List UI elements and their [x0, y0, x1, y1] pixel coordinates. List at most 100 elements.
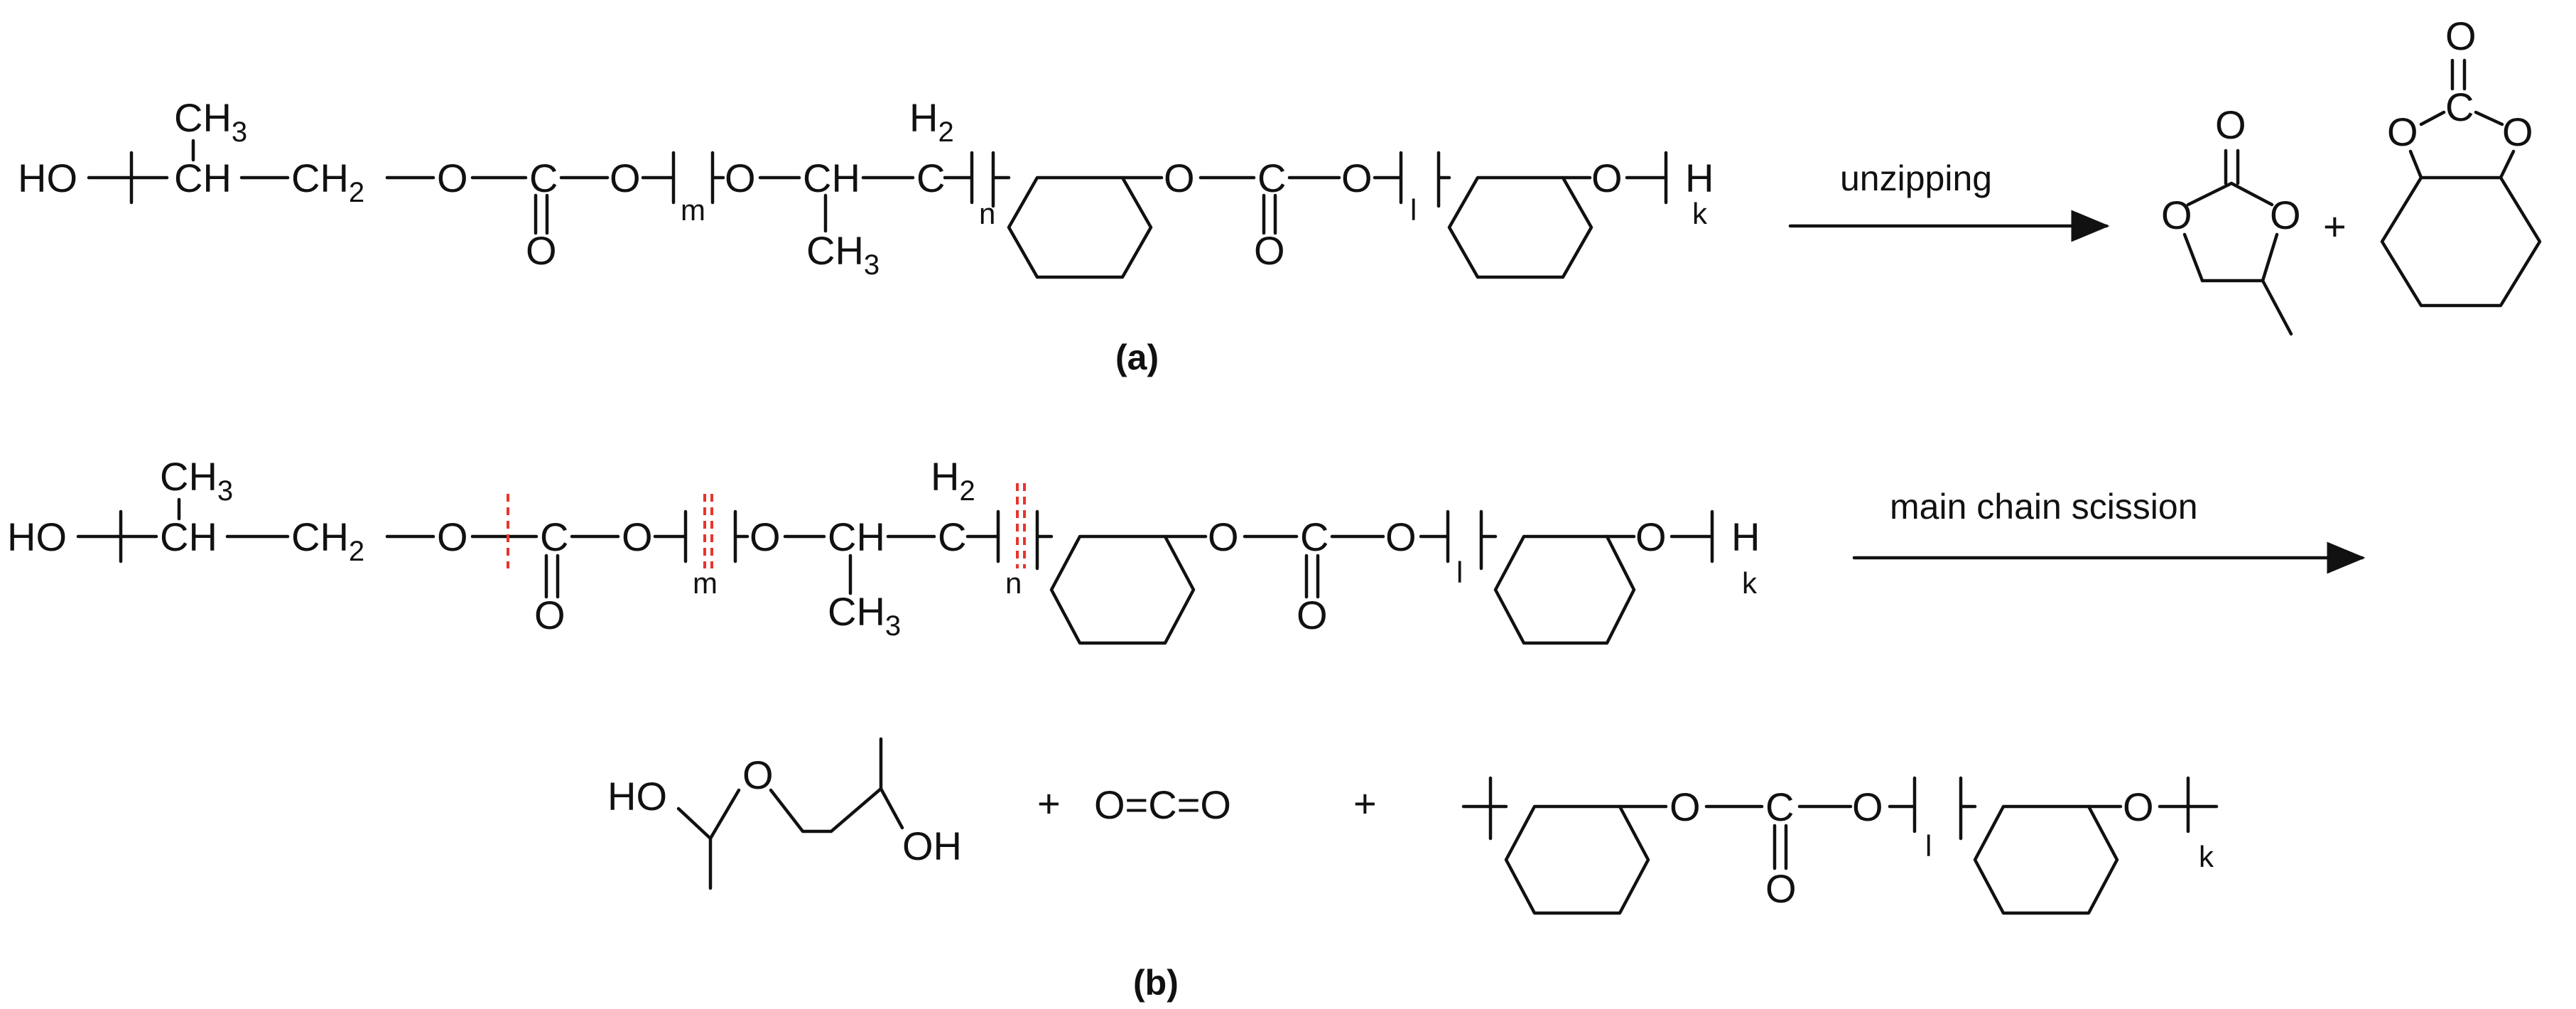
plus-sign: +: [2323, 204, 2347, 249]
bracket-open-n: [733, 509, 749, 563]
carbonyl-oxygen: O: [1297, 593, 1328, 637]
ring-oxygen: O: [2161, 193, 2192, 237]
ether-oxygen: O: [2123, 784, 2154, 829]
scission-label: main chain scission: [1890, 487, 2198, 527]
ester-oxygen: O: [622, 514, 653, 559]
repeat-index-l: l: [1925, 829, 1932, 863]
hydroxyl-end: HO: [18, 156, 77, 200]
carbonyl-oxygen: O: [526, 228, 557, 273]
repeat-index-m: m: [681, 193, 705, 227]
single-bond: [2499, 149, 2516, 180]
hydroxyl-end: HO: [7, 514, 67, 559]
carbonyl-carbon: C: [1765, 784, 1794, 829]
methyl-bond: [2261, 279, 2293, 336]
panel-b-products: HO O OH + O=C=O + O C O: [607, 737, 2219, 915]
ring-oxygen: O: [2270, 193, 2301, 237]
bracket-open-m: [129, 151, 169, 205]
bracket-close-k: [1625, 151, 1668, 205]
cyclohexene-carbonate: O C O O: [2380, 14, 2542, 308]
ester-oxygen: O: [1341, 156, 1373, 200]
carbonyl-oxygen: O: [2215, 102, 2246, 147]
carbonyl-carbon: C: [1300, 514, 1328, 559]
panel-b-label: (b): [1133, 963, 1179, 1003]
bracket-open-m: [119, 509, 158, 563]
bracket-open-l: [1035, 509, 1054, 571]
bracket-close-n: [943, 151, 974, 205]
cyclohexane-ring: [1049, 534, 1196, 645]
ring-oxygen: O: [2387, 109, 2418, 154]
cyclohexane-ring: [2380, 176, 2542, 308]
carbonyl-oxygen: O: [2445, 14, 2477, 58]
panel-b: HO CH3 CH CH2 O C O O m O CH CH3 H2 C n …: [7, 454, 2366, 1003]
ether-oxygen: O: [725, 156, 756, 200]
repeat-index-k: k: [1692, 197, 1708, 230]
methyl-group: CH3: [174, 95, 247, 148]
ether-oxygen: O: [749, 514, 781, 559]
carbonyl-oxygen: O: [1254, 228, 1285, 273]
single-bond: [676, 788, 741, 841]
methine-group: CH: [174, 156, 232, 200]
single-bond: [769, 787, 904, 833]
bracket-open-k: [1479, 509, 1498, 571]
ester-oxygen: O: [610, 156, 641, 200]
bracket-close-k: [1669, 509, 1714, 563]
bracket-close-l: [1419, 509, 1450, 563]
ester-oxygen: O: [1208, 514, 1239, 559]
single-bond: [2419, 110, 2446, 126]
bracket-close-l: [1373, 151, 1403, 205]
cyclohexane-ring: [1973, 804, 2119, 915]
panel-a: HO CH3 CH CH2 O C O O m O CH CH3 H2 C n …: [18, 14, 2542, 377]
methyl-group: CH3: [160, 454, 233, 507]
cyclohexane-ring: [1493, 534, 1636, 645]
single-bond: [2261, 232, 2279, 283]
bracket-close-m: [653, 509, 688, 563]
ring-oxygen: O: [2502, 109, 2533, 154]
bracket-close-l: [1888, 776, 1917, 833]
methylene-h2: H2: [909, 95, 954, 148]
carbonyl-oxygen: O: [534, 593, 565, 637]
methyl-group: CH3: [828, 589, 901, 642]
repeat-index-k: k: [1742, 566, 1758, 600]
carbonyl-carbon: C: [540, 514, 568, 559]
ester-oxygen: O: [437, 514, 468, 559]
ester-oxygen: O: [1852, 784, 1883, 829]
panel-b-chain-bonds: [76, 497, 1714, 645]
repeat-index-m: m: [693, 566, 718, 600]
repeat-index-l: l: [1410, 193, 1417, 227]
bracket-open-n: [710, 151, 725, 205]
methylene-group: CH2: [291, 156, 364, 208]
methylene-h2: H2: [931, 454, 975, 507]
scission-cut-marks: [507, 483, 1026, 568]
single-bond: [2229, 181, 2274, 207]
hydroxyl-group: HO: [607, 774, 667, 819]
propylene-carbonate: O O O: [2161, 102, 2301, 336]
single-bond: [2408, 149, 2423, 180]
methylene-carbon: C: [916, 156, 945, 200]
methine-group: CH: [828, 514, 885, 559]
ether-oxygen: O: [1591, 156, 1623, 200]
single-bond: [2182, 232, 2204, 283]
methyl-group: CH3: [806, 228, 880, 281]
unzipping-label: unzipping: [1840, 158, 1992, 198]
dipropylene-glycol: HO O OH: [607, 737, 962, 890]
repeat-index-n: n: [1005, 566, 1022, 600]
bracket-open-k: [1959, 776, 1977, 841]
ester-oxygen: O: [1669, 784, 1701, 829]
carbonyl-carbon: C: [1257, 156, 1286, 200]
methine-group: CH: [803, 156, 860, 200]
ester-oxygen: O: [1385, 514, 1417, 559]
carbonyl-oxygen: O: [1765, 866, 1797, 911]
single-bond: [2186, 181, 2234, 207]
carbonyl-carbon: C: [529, 156, 558, 200]
panel-a-polymer-chain: HO CH3 CH CH2 O C O O m O CH CH3 H2 C n …: [18, 95, 1714, 281]
plus-sign: +: [1353, 781, 1377, 826]
hydrogen-end: H: [1731, 514, 1760, 559]
methine-group: CH: [160, 514, 217, 559]
hydroxyl-group: OH: [902, 824, 962, 868]
cyclohexane-ring: [1504, 804, 1650, 915]
bracket-close-k: [2158, 776, 2219, 833]
repeat-index-n: n: [979, 197, 995, 230]
bracket-open-l: [991, 151, 1011, 208]
ether-oxygen: O: [742, 752, 774, 797]
ester-oxygen: O: [437, 156, 468, 200]
